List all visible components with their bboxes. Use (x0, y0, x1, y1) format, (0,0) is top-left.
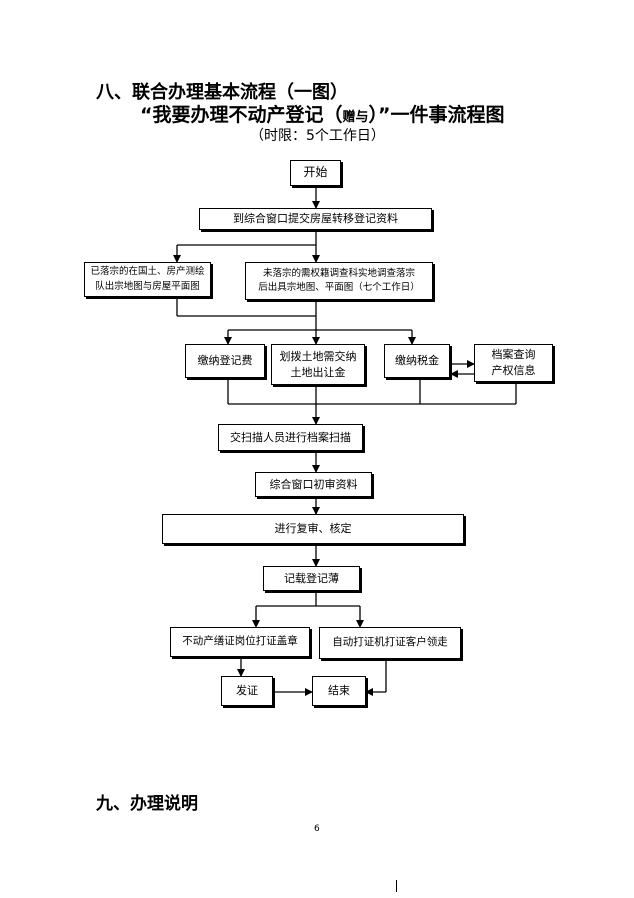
land-transfer-fee-step: 划拨土地需交纳土地出让金 (271, 344, 365, 385)
auto-print-label: 自动打证机打证客户领走 (332, 636, 448, 649)
text-cursor-mark (396, 880, 397, 892)
pay-registration-fee-step: 缴纳登记费 (185, 344, 265, 378)
issue-certificate-step: 发证 (221, 676, 273, 706)
initial-review-step: 综合窗口初审资料 (255, 472, 372, 497)
time-limit-subtitle: （时限：5个工作日） (250, 128, 385, 144)
branch-unsurveyed: 未落宗的需权籍调查科实地调查落宗后出具宗地图、平面图（七个工作日） (245, 262, 433, 300)
branch-surveyed-line1: 已落宗的在国土、房产测绘 (90, 266, 205, 278)
start-node: 开始 (290, 160, 341, 186)
pay-tax-step: 缴纳税金 (384, 344, 450, 378)
scan-label: 交扫描人员进行档案扫描 (230, 430, 351, 444)
print-cert-label: 不动产缮证岗位打证盖章 (182, 635, 298, 648)
section-heading-9: 九、办理说明 (96, 794, 198, 814)
recheck-step: 进行复审、核定 (162, 514, 464, 544)
land-transfer-line2: 土地出让金 (290, 365, 346, 379)
archive-query-line2: 产权信息 (491, 364, 536, 377)
branch-surveyed: 已落宗的在国土、房产测绘队出宗地图与房屋平面图 (84, 262, 211, 297)
section-heading-8: 八、联合办理基本流程（一图） (96, 82, 348, 103)
auto-print-step: 自动打证机打证客户领走 (319, 627, 461, 659)
title-suffix: ）”一件事流程图 (368, 104, 505, 126)
submit-materials-step: 到综合窗口提交房屋转移登记资料 (199, 208, 432, 230)
initial-review-label: 综合窗口初审资料 (269, 477, 358, 491)
record-label: 记载登记薄 (284, 571, 339, 585)
archive-scan-step: 交扫描人员进行档案扫描 (218, 424, 363, 451)
start-label: 开始 (303, 165, 328, 180)
end-node: 结束 (312, 676, 366, 706)
archive-query-line1: 档案查询 (491, 348, 536, 362)
branch-unsurveyed-line1: 未落宗的需权籍调查科实地调查落宗 (262, 267, 415, 279)
branch-surveyed-line2: 队出宗地图与房屋平面图 (95, 280, 200, 292)
branch-unsurveyed-line2: 后出具宗地图、平面图（七个工作日） (258, 282, 420, 293)
land-transfer-line1: 划拨土地需交纳 (279, 349, 357, 363)
page-number: 6 (314, 824, 320, 834)
flowchart-title: “我要办理不动产登记（赠与）”一件事流程图 (140, 100, 505, 127)
title-prefix: “我要办理不动产登记（ (140, 104, 343, 126)
record-register-step: 记载登记薄 (263, 566, 360, 591)
pay-reg-fee-label: 缴纳登记费 (197, 354, 253, 368)
recheck-label: 进行复审、核定 (274, 522, 352, 536)
submit-label: 到综合窗口提交房屋转移登记资料 (233, 212, 398, 226)
end-label: 结束 (328, 684, 350, 698)
issue-label: 发证 (236, 684, 258, 698)
title-small: 赠与 (342, 110, 369, 125)
print-certificate-step: 不动产缮证岗位打证盖章 (170, 627, 310, 657)
archive-query-step: 档案查询产权信息 (474, 344, 553, 382)
pay-tax-label: 缴纳税金 (395, 354, 439, 368)
